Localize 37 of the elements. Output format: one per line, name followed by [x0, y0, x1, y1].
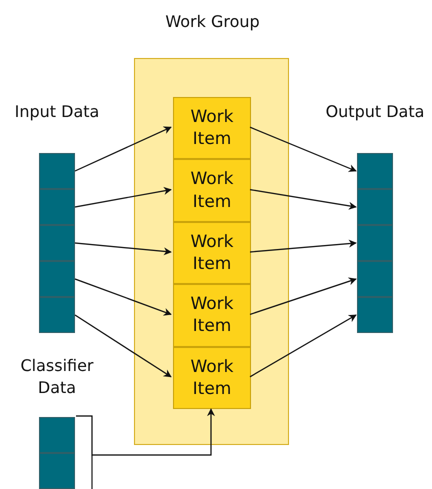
work-item-box [173, 159, 251, 222]
arrow [74, 186, 172, 208]
work-item-label: Work Item [189, 168, 235, 214]
work-item-box [173, 222, 251, 284]
data-cell [39, 153, 75, 189]
arrow [74, 314, 172, 378]
data-cell [357, 225, 393, 261]
data-cell [39, 261, 75, 297]
data-cell [39, 297, 75, 333]
arrow [74, 242, 172, 256]
group-heading: Output Data [324, 101, 426, 123]
work-item-label: Work Item [189, 293, 235, 338]
data-cell [39, 189, 75, 225]
arrow [250, 189, 357, 210]
arrow [250, 240, 357, 253]
data-cell [357, 297, 393, 333]
data-cell [357, 189, 393, 225]
data-cell [39, 417, 75, 453]
data-cell [39, 225, 75, 261]
work-item-box [173, 346, 251, 409]
data-cell [357, 153, 393, 189]
work-item-box [173, 97, 251, 160]
arrow [250, 277, 357, 315]
data-cell [39, 453, 75, 489]
arrow [250, 126, 357, 172]
arrow [74, 278, 172, 316]
work-item-label: Work Item [189, 230, 235, 276]
data-cell [357, 261, 393, 297]
work-item-label: Work Item [189, 106, 235, 152]
arrow [76, 408, 215, 456]
group-heading: Input Data [14, 101, 100, 123]
group-heading: Work Group [164, 11, 261, 33]
work-item-label: Work Item [189, 356, 235, 401]
group-heading: Classifier Data [19, 355, 95, 398]
arrow [74, 126, 172, 172]
work-item-box [173, 284, 251, 347]
arrow [250, 314, 357, 378]
